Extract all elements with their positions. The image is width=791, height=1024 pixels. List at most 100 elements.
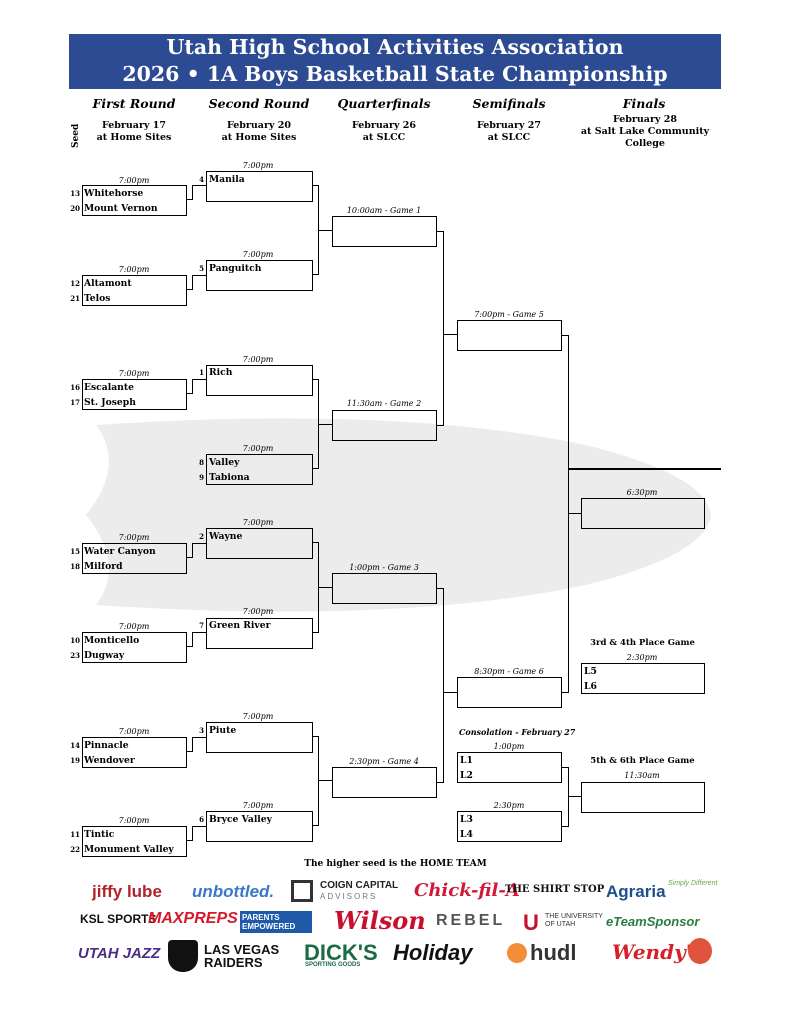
wendys-logo: Wendy's [612, 940, 704, 964]
second-round-game-5 [206, 528, 313, 559]
university-of-utah-logo: THE UNIVERSITY OF UTAH [545, 913, 603, 928]
bracket-connector-line [192, 826, 206, 827]
team-name: L3 [460, 814, 473, 825]
bracket-connector-line [436, 425, 443, 426]
team-name: Monticello [84, 635, 140, 646]
bracket-connector-line [436, 782, 443, 783]
bracket-connector-line [436, 231, 443, 232]
game-time: 10:00am - Game 1 [346, 206, 422, 215]
team-name: Tabiona [209, 472, 250, 483]
bracket-connector-line [318, 424, 332, 425]
bracket-connector-line [186, 646, 192, 647]
first-round-game-1 [82, 185, 187, 216]
game-time: 7:00pm [118, 816, 150, 825]
game-time: 7:00pm [242, 161, 274, 170]
game-time: 7:00pm [118, 176, 150, 185]
game-time: 7:00pm [118, 727, 150, 736]
fifth-place-title: 5th & 6th Place Game [590, 756, 695, 766]
team-name: Altamont [84, 278, 132, 289]
bracket-connector-line [192, 379, 206, 380]
team-name: Milford [84, 561, 123, 572]
bracket-connector-line [192, 737, 206, 738]
champion-line [568, 468, 721, 470]
eteamsponsor-logo: eTeamSponsor [606, 914, 700, 929]
bracket-connector-line [186, 289, 192, 290]
bracket-connector-line [318, 587, 332, 588]
bracket-connector-line [192, 185, 193, 200]
game-time: 11:30am [624, 771, 660, 780]
second-round-game-4 [206, 454, 313, 485]
jiffy-lube-logo: jiffy lube [92, 882, 162, 901]
bracket-connector-line [561, 826, 568, 827]
bracket-connector-line [436, 588, 443, 589]
team-seed: 19 [70, 756, 80, 765]
game-time: 1:00pm [493, 742, 525, 751]
team-name: L6 [584, 681, 597, 692]
team-name: L1 [460, 755, 473, 766]
bracket-connector-line [186, 557, 192, 558]
team-seed: 21 [70, 294, 80, 303]
team-seed: 7 [199, 621, 204, 630]
bracket-connector-line [568, 796, 581, 797]
bracket-connector-line [443, 231, 444, 426]
bracket-connector-line [192, 826, 193, 841]
team-seed: 15 [70, 547, 80, 556]
bracket-connector-line [192, 185, 206, 186]
raiders-shield-icon [168, 940, 198, 972]
team-seed: 5 [199, 264, 204, 273]
bracket-connector-line [312, 736, 318, 737]
bracket-connector-line [318, 736, 319, 826]
game-time: 7:00pm [242, 355, 274, 364]
bracket-connector-line [318, 780, 332, 781]
team-seed: 20 [70, 204, 80, 213]
team-seed: 8 [199, 458, 204, 467]
game-time: 7:00pm [118, 533, 150, 542]
team-name: St. Joseph [84, 397, 136, 408]
las-vegas-raiders-logo: LAS VEGAS RAIDERS [204, 942, 280, 970]
wendys-girl-icon [688, 938, 712, 964]
bracket-connector-line [561, 692, 568, 693]
coign-capital-tagline: ADVISORS [320, 892, 378, 901]
team-seed: 14 [70, 741, 80, 750]
agraria-logo: Agraria [606, 882, 666, 901]
second-round-game-3 [206, 365, 313, 396]
team-name: Rich [209, 367, 233, 378]
team-seed: 13 [70, 189, 80, 198]
bracket-connector-line [443, 692, 457, 693]
semifinal-game-5 [457, 320, 562, 351]
team-name: Mount Vernon [84, 203, 158, 214]
bracket-connector-line [192, 543, 206, 544]
first-round-game-2 [82, 275, 187, 306]
first-round-game-3 [82, 379, 187, 410]
maxpreps-logo: MAXPREPS [148, 910, 238, 927]
team-name: Green River [209, 620, 271, 631]
bracket-connector-line [186, 393, 192, 394]
second-round-game-2 [206, 260, 313, 291]
bracket-connector-line [192, 275, 206, 276]
bracket-connector-line [318, 230, 332, 231]
team-seed: 16 [70, 383, 80, 392]
first-round-game-6 [82, 737, 187, 768]
quarterfinal-game-1 [332, 216, 437, 247]
team-name: Wayne [209, 531, 243, 542]
round-header-first: First Round [92, 96, 176, 111]
team-name: L4 [460, 829, 473, 840]
bracket-connector-line [568, 513, 581, 514]
association-title: Utah High School Activities Association [166, 35, 624, 59]
bracket-connector-line [186, 199, 192, 200]
bracket-connector-line [192, 737, 193, 752]
rebel-logo: REBEL [436, 912, 506, 929]
round-header-semifinals: Semifinals [472, 96, 546, 111]
round-header-finals: Finals [622, 96, 666, 111]
team-name: Manila [209, 174, 245, 185]
quarterfinal-game-3 [332, 573, 437, 604]
bracket-connector-line [192, 275, 193, 290]
team-name: Bryce Valley [209, 814, 272, 825]
team-name: Whitehorse [84, 188, 144, 199]
game-time: 7:00pm [242, 801, 274, 810]
game-time: 7:00pm [118, 622, 150, 631]
